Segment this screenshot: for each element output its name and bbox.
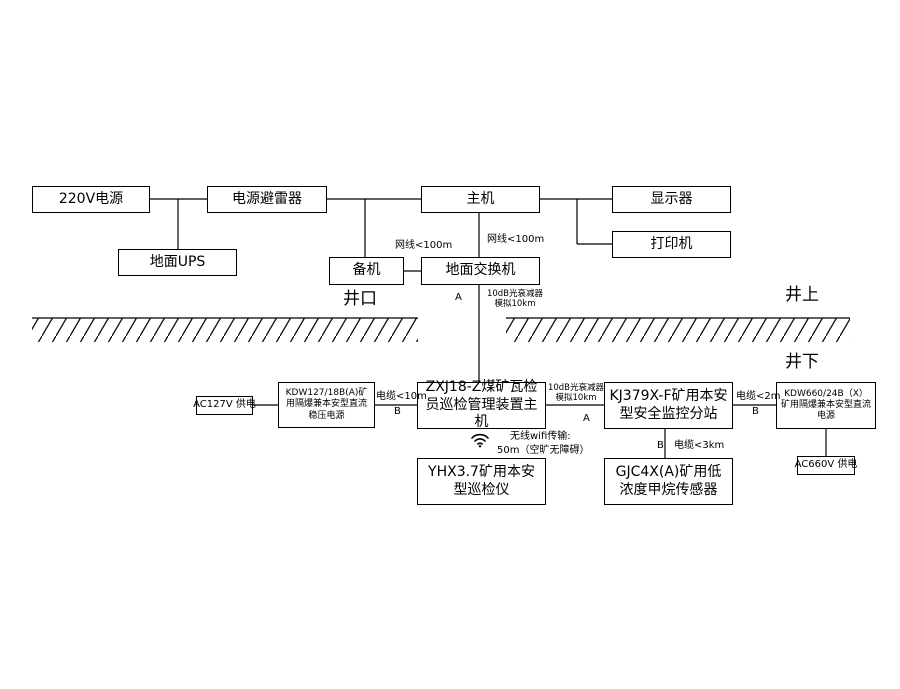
below-ground-label: 井下 (785, 352, 819, 372)
power-220v-box: 220V电源 (32, 186, 150, 213)
net-label-host: 网线<100m (487, 234, 545, 245)
ground-switch-box: 地面交换机 (421, 257, 540, 285)
printer-box: 打印机 (612, 231, 731, 258)
host-box: 主机 (421, 186, 540, 213)
monitor-box: 显示器 (612, 186, 731, 213)
yhx37-inspector-box: YHX3.7矿用本安型巡检仪 (417, 458, 546, 505)
lightning-arrester-box: 电源避雷器 (207, 186, 327, 213)
cable-3km-label: 电缆<3km (674, 440, 725, 451)
ground-ups-box: 地面UPS (118, 249, 237, 276)
ac660-supply-box: AC660V 供电 (795, 456, 857, 475)
kdw660-power-box: KDW660/24B（X）矿用隔爆兼本安型直流电源 (776, 382, 876, 429)
kdw127-power-box: KDW127/18B(A)矿用隔爆兼本安型直流稳压电源 (278, 382, 375, 428)
ac127-supply-box: AC127V 供电 (193, 396, 256, 415)
cable-10m-label: 电缆<10m (376, 391, 427, 402)
cable-2m-label: 电缆<2m (736, 391, 781, 402)
wifi-icon (471, 433, 489, 448)
ground-surface (32, 317, 850, 342)
zxj18-host-box: ZXJ18-Z煤矿瓦检员巡检管理装置主机 (417, 379, 546, 430)
kdw660-port-b-label: B (752, 406, 759, 417)
backup-box: 备机 (329, 257, 404, 285)
kj379-substation-box: KJ379X-F矿用本安型安全监控分站 (604, 382, 733, 429)
kdw127-port-b-label: B (394, 406, 401, 417)
above-ground-label: 井上 (785, 285, 819, 305)
wifi-range-label: 50m（空旷无障碍） (497, 445, 590, 456)
wellhead-label: 井口 (343, 289, 377, 309)
wifi-transmission-label: 无线wifi传输: (510, 431, 571, 442)
net-label-backup: 网线<100m (395, 240, 453, 251)
switch-port-a-label: A (455, 292, 462, 303)
kj379-port-a-label: A (583, 413, 590, 424)
attenuator-label-2: 10dB光衰减器模拟10km (547, 383, 605, 404)
attenuator-label-1: 10dB光衰减器模拟10km (486, 289, 544, 310)
gjc-port-b-label: B (657, 440, 664, 451)
gjc4x-sensor-box: GJC4X(A)矿用低浓度甲烷传感器 (604, 458, 733, 505)
